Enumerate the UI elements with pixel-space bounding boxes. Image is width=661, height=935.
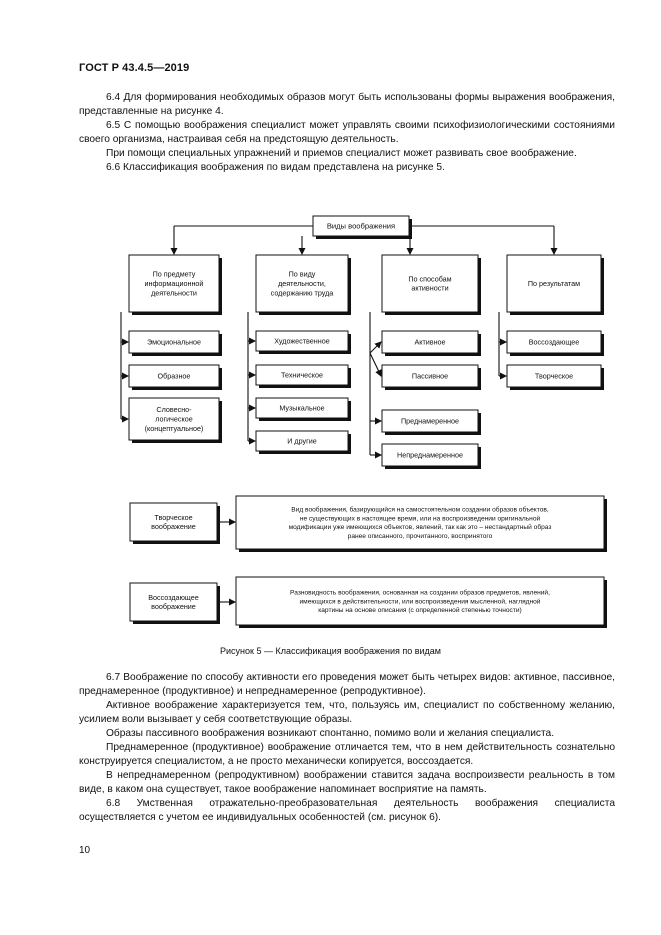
category-item-box-label: Эмоциональное [147,338,201,347]
category-item-box-label: Музыкальное [279,404,324,413]
category-item-box [506,330,602,354]
category-item-box [255,330,349,352]
category-box-label: По предмету [153,270,196,279]
category-box-label: деятельности, [278,279,326,288]
category-item-box-label: Непреднамеренное [397,451,463,460]
category-box [128,254,220,313]
category-item-box-label: Воссоздающее [529,338,580,347]
definition-term-box [129,502,218,542]
category-item-box-label: Активное [414,338,445,347]
definition-text-box-label: модификации уже имеющихся объектов, явле… [289,523,552,531]
definition-term-box [129,582,218,622]
paragraph: 6.4 Для формирования необходимых образов… [79,92,615,117]
category-item-box [128,397,220,441]
category-item-box [381,330,479,354]
category-item-box-label: Пассивное [412,372,448,381]
category-item-box-label: Художественное [274,337,329,346]
category-item-box-label: логическое [155,415,192,424]
category-item-box [506,364,602,388]
connector-arrow [369,341,382,354]
paragraph: В непреднамеренном (репродуктивном) вооб… [79,770,615,795]
paragraph: Образы пассивного воображения возникают … [106,728,555,739]
category-box [381,254,479,313]
category-item-box [255,397,349,419]
category-box-label: деятельности [151,288,197,297]
connector-arrow [369,352,382,377]
definition-text-box [235,495,605,550]
paragraph: 6.7 Воображение по способу активности ег… [79,672,615,697]
definition-term-box-label: Воссоздающее [148,593,199,602]
paragraph: Преднамеренное (продуктивное) воображени… [79,742,615,767]
category-box-label: информационной [145,279,204,288]
definition-text-box [235,576,605,626]
category-box-label: По способам [408,274,451,283]
paragraph: 6.8 Умственная отражательно-преобразоват… [79,798,615,823]
figure-caption: Рисунок 5 — Классификация воображения по… [220,646,441,656]
definition-text-box-label: не существующих в настоящее время, или н… [300,514,541,522]
bottom-text: 6.7 Воображение по способу активности ег… [79,671,615,825]
category-item-box [381,364,479,388]
category-box [255,254,349,313]
category-box-label: содержанию труда [271,288,334,297]
paragraph: 6.6 Классификация воображения по видам п… [106,162,445,173]
category-item-box-label: Преднамеренное [401,417,459,426]
category-item-box-label: Словесно- [156,405,192,414]
definition-term-box-label: воображение [151,522,196,531]
paragraph: Активное воображение характеризуется тем… [79,700,615,725]
definition-text-box-label: ранее описанного, прочитанного, восприня… [348,533,493,540]
category-box [506,254,602,313]
definition-text-box-label: картины на основе описания (с определенн… [318,606,522,614]
category-item-box-label: Творческое [535,372,573,381]
category-item-box [128,330,220,354]
category-item-box [381,443,479,467]
root-box-label: Виды воображения [327,222,395,231]
category-box-label: активности [411,284,448,293]
definition-text-box-label: Вид воображения, базирующийся на самосто… [291,506,549,514]
top-text: 6.4 Для формирования необходимых образов… [79,91,615,175]
category-box-label: По результатам [528,279,580,288]
category-item-box-label: И другие [287,437,317,446]
definition-term-box-label: Творческое [154,513,192,522]
definition-term-box-label: воображение [151,602,196,611]
paragraph: При помощи специальных упражнений и прие… [106,148,577,159]
definition-text-box-label: имеющихся в действительности, или воспро… [300,597,541,605]
category-item-box [128,364,220,388]
category-item-box [255,364,349,386]
paragraph: 6.5 С помощью воображения специалист мож… [79,120,615,145]
document-header: ГОСТ Р 43.4.5—2019 [79,62,190,74]
category-box-label: По виду [289,270,316,279]
category-item-box [381,409,479,433]
definition-text-box-label: Разновидность воображения, основанная на… [290,589,550,597]
category-item-box-label: Образное [158,372,191,381]
category-item-box-label: Техническое [281,371,323,380]
category-item-box-label: (концептуальное) [145,424,204,433]
category-item-box [255,430,349,452]
page-number: 10 [79,845,91,856]
